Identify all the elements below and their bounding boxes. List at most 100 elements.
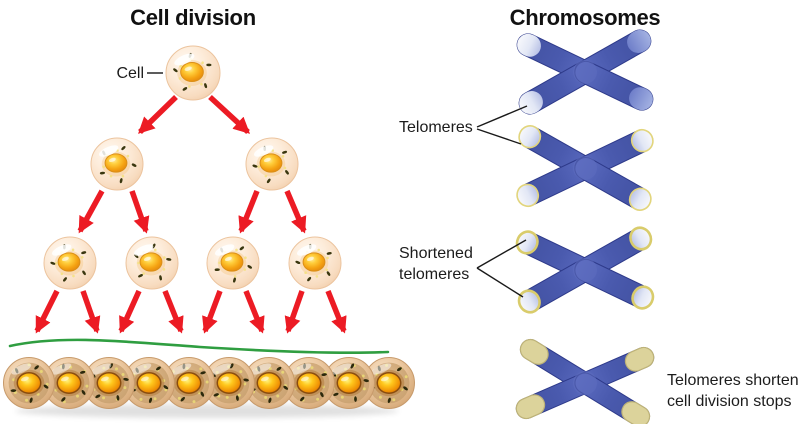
organelle-speck [10, 389, 17, 393]
telomere-cap [628, 187, 652, 211]
nucleus [259, 153, 283, 173]
vesicle-dot [163, 256, 166, 259]
organelle-speck [182, 87, 188, 91]
organelle-speck [206, 63, 212, 67]
telomere-cap [519, 338, 549, 365]
centromere [573, 60, 597, 84]
vesicle-dot [102, 396, 106, 400]
cell-highlight [11, 363, 32, 375]
division-arrow [284, 189, 307, 234]
nucleus [376, 372, 402, 394]
vesicle-dot [45, 382, 49, 386]
shortened-telomeres-label: Shortened telomeres [399, 243, 473, 285]
nucleus [16, 372, 42, 394]
vesicle-dot [76, 394, 80, 398]
vesicle-dot [315, 275, 319, 278]
nucleus [176, 372, 202, 394]
vesicle-dot [36, 392, 40, 396]
organelle-speck [138, 274, 143, 278]
vesicle-dot [162, 379, 166, 383]
telomere-cap [517, 33, 541, 57]
organelle-speck [243, 378, 249, 382]
cell [43, 236, 97, 290]
vesicle-dot [179, 64, 183, 68]
organelle-speck [282, 150, 288, 154]
tissue-cell [3, 357, 55, 409]
nucleus-highlight [381, 376, 389, 382]
vesicle-dot [139, 397, 143, 401]
organelle-speck [354, 396, 357, 402]
telomere-cap [516, 183, 540, 208]
vesicle-dot [235, 248, 238, 252]
nucleus [220, 252, 244, 272]
division-arrow [238, 189, 260, 234]
vesicle-dot [361, 374, 365, 378]
vesicle-dot [55, 261, 58, 265]
division-arrow [162, 289, 184, 334]
tissue-cell [83, 357, 135, 409]
nucleus-highlight [108, 157, 116, 162]
organelle-speck [34, 365, 39, 370]
organelle-speck [200, 391, 205, 397]
division-arrow [80, 290, 101, 334]
vesicle-dot [25, 398, 29, 402]
division-arrow [243, 289, 265, 334]
vesicle-dot [243, 268, 247, 271]
vesicle-dot [257, 165, 261, 168]
cell-highlight [215, 244, 235, 256]
chromosome-slightly-shortened-telomeres [516, 125, 654, 211]
cell-highlight [131, 363, 152, 375]
vesicle-dot [310, 366, 314, 370]
telomere-cap [515, 394, 546, 420]
nucleus-highlight [141, 376, 149, 382]
telomere-cap [627, 29, 651, 53]
division-arrow [284, 290, 305, 334]
centromere [573, 156, 597, 180]
vesicle-dot [340, 395, 344, 399]
organelle-speck [300, 396, 305, 402]
organelle-speck [82, 270, 86, 276]
division-arrow [129, 190, 150, 234]
nucleus [57, 252, 81, 272]
vesicle-dot [102, 165, 106, 169]
nucleus [56, 372, 82, 394]
organelle-speck [283, 385, 289, 390]
vesicle-dot [321, 385, 325, 389]
vesicle-dot [162, 268, 166, 271]
vesicle-dot [225, 395, 229, 399]
nucleus [216, 372, 242, 394]
vesicle-dot [126, 154, 130, 158]
organelle-speck [116, 395, 120, 401]
cell [206, 236, 260, 290]
organelle-speck [123, 377, 129, 381]
nucleus [96, 372, 122, 394]
cell-label: Cell [116, 65, 144, 82]
vesicle-dot [237, 393, 241, 397]
organelle-speck [268, 397, 272, 404]
nucleus [296, 372, 322, 394]
organelle-speck [233, 277, 236, 283]
vesicle-dot [264, 395, 268, 399]
organelle-speck [81, 251, 87, 255]
centromere [573, 371, 597, 395]
organelle-speck [235, 395, 239, 401]
tissue-cell [123, 357, 175, 409]
vesicle-dot [153, 248, 157, 252]
division-arrow [208, 94, 251, 135]
vesicle-dot [316, 397, 320, 401]
vesicle-dot [192, 400, 196, 404]
chromosome-shortened-telomeres [515, 226, 655, 314]
vesicle-dot [200, 82, 203, 86]
telomere-cap [630, 128, 654, 153]
telomeres-shorten-note-line2: cell division stops [667, 393, 792, 410]
organelle-speck [204, 83, 208, 89]
cell-highlight [331, 363, 352, 375]
organelle-speck [163, 385, 169, 390]
organelle-speck [213, 393, 219, 397]
cell-highlight [134, 244, 154, 256]
organelle-speck [81, 390, 86, 395]
organelle-speck [214, 268, 220, 272]
vesicle-dot [109, 174, 113, 178]
organelle-speck [79, 370, 86, 374]
